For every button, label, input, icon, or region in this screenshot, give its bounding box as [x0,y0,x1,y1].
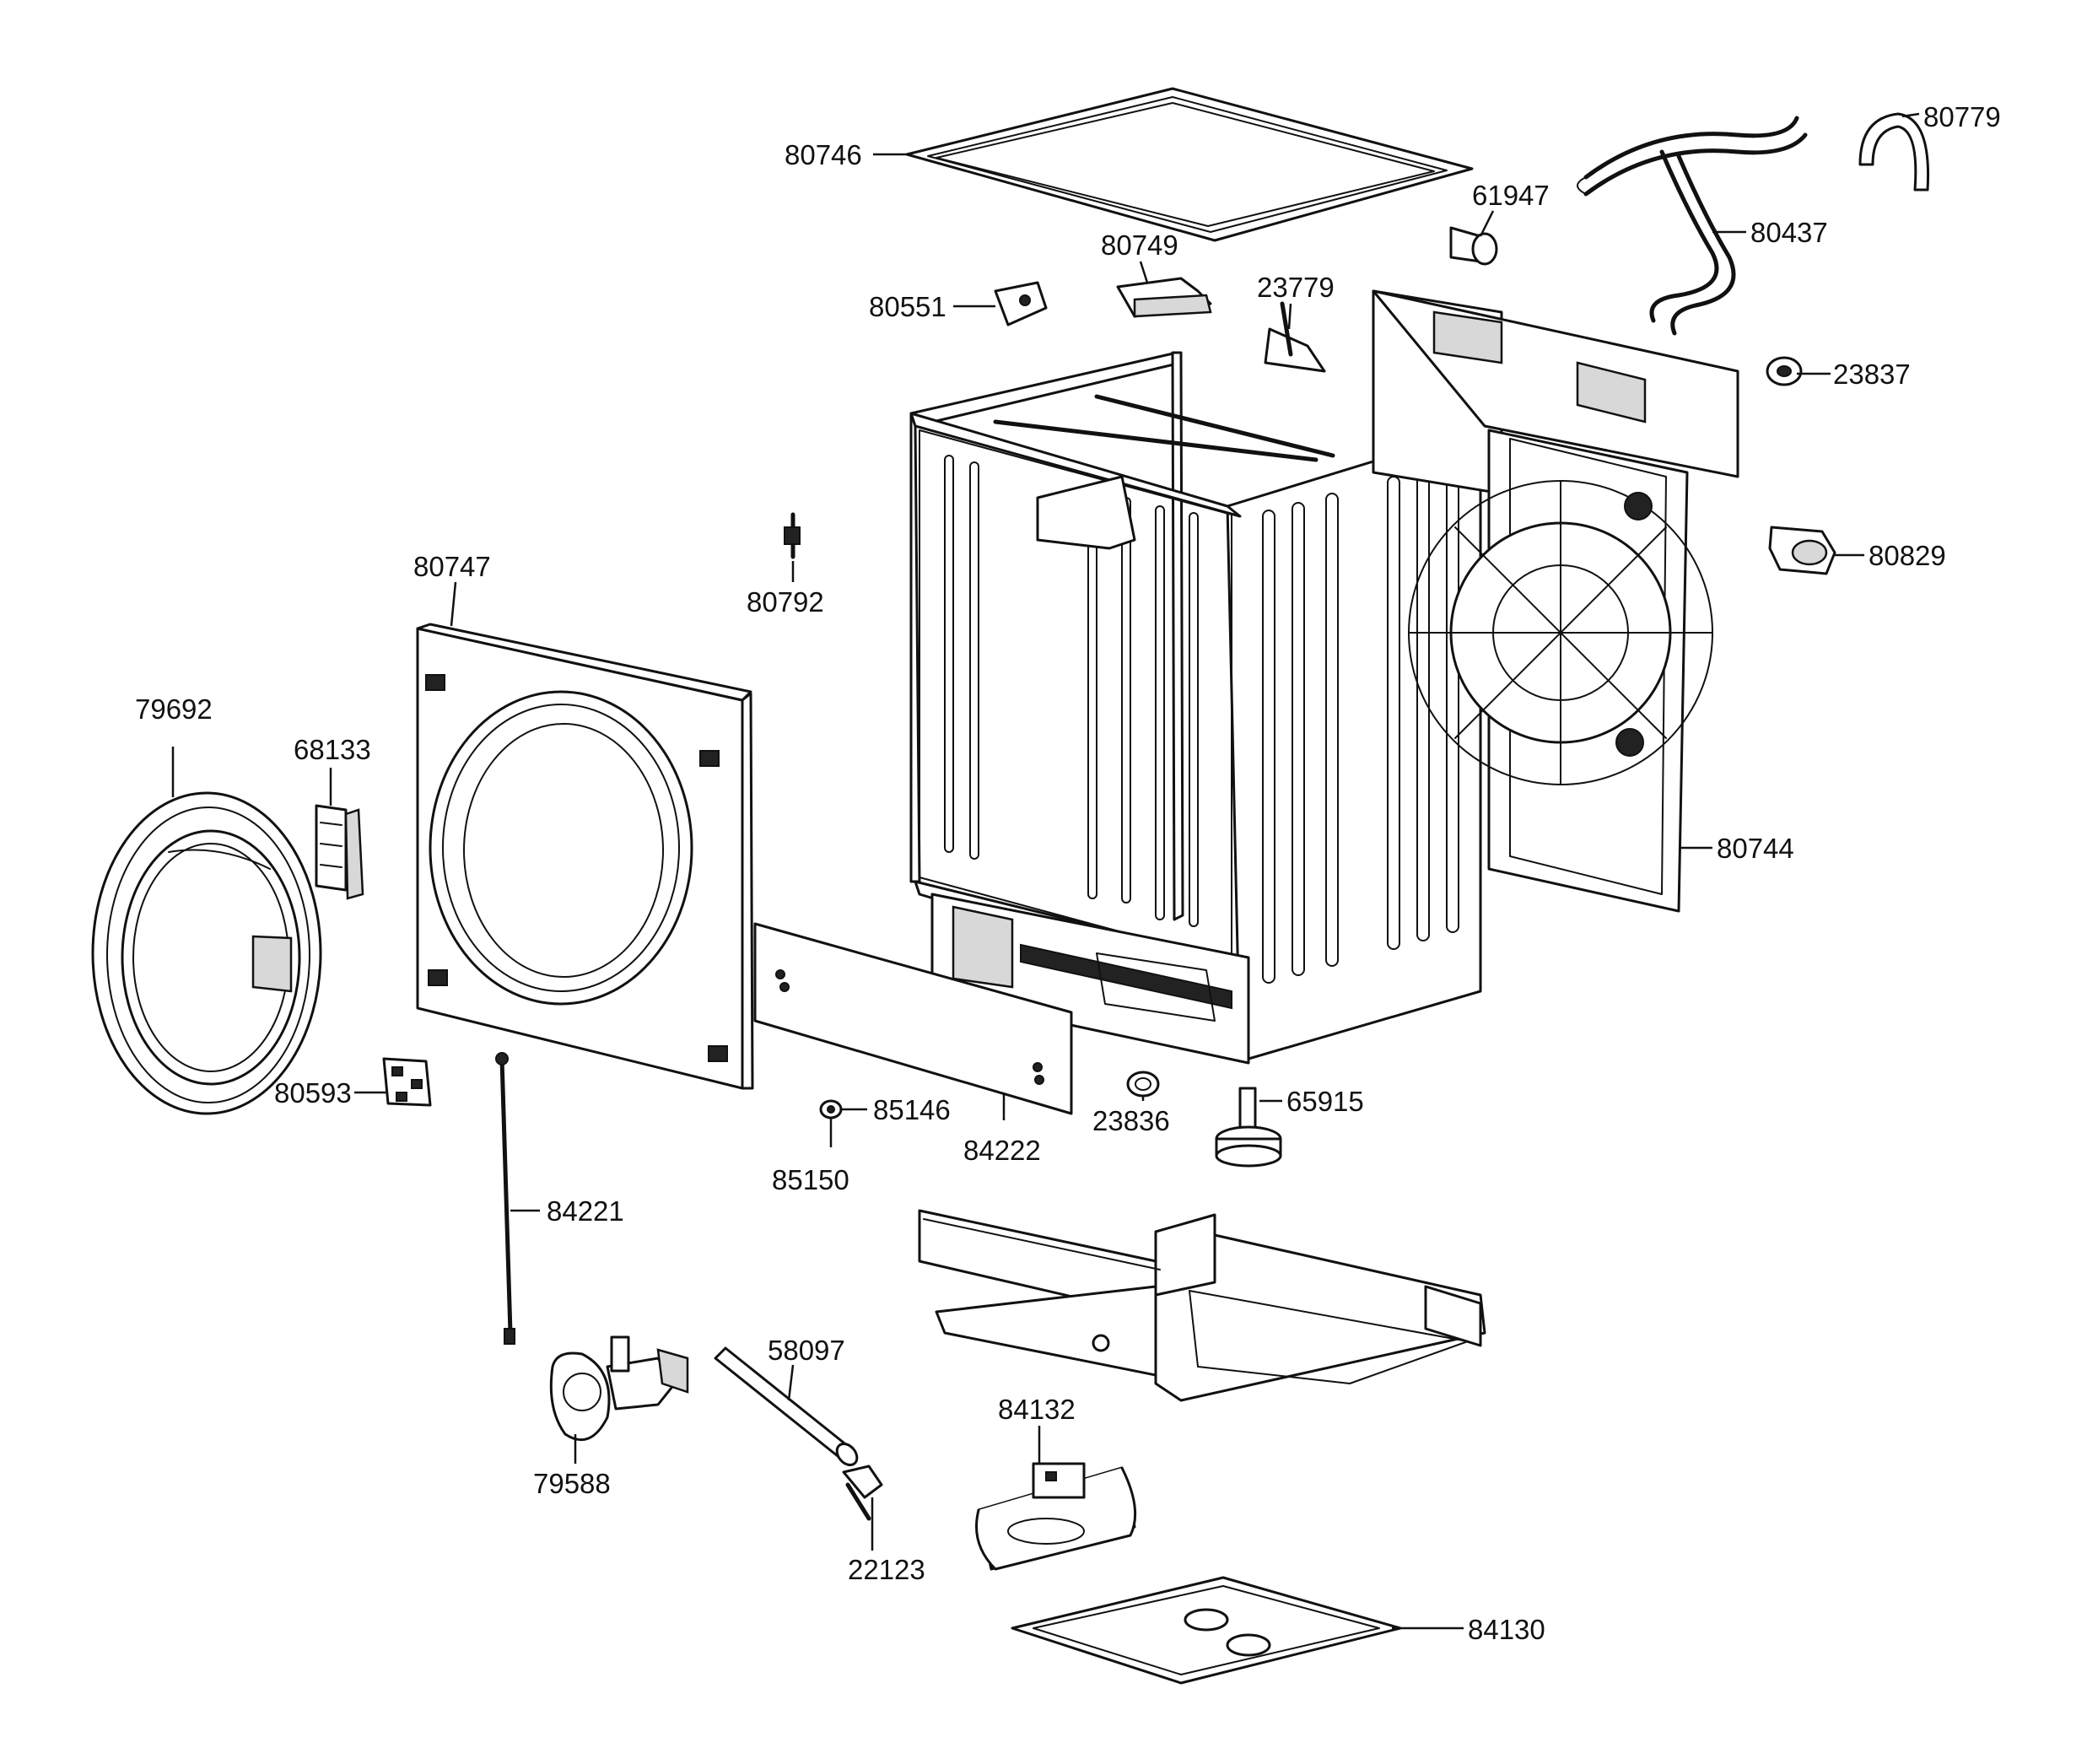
callout-84130: 84130 [1468,1614,1545,1645]
callout-80593: 80593 [274,1077,352,1109]
top-panel [905,87,1474,242]
callout-80746: 80746 [785,139,862,170]
callout-79588: 79588 [533,1468,611,1499]
clamp-22123 [842,1465,883,1521]
hose-80437 [1577,116,1808,336]
front-panel [416,623,754,1090]
hose-58097 [714,1346,859,1467]
rear-service-panel-84222 [753,922,1073,1115]
callout-65915: 65915 [1286,1086,1364,1117]
base-frame [918,1209,1486,1402]
base-tray-84130 [1011,1576,1402,1685]
bracket-80749 [1116,277,1212,318]
callout-80749: 80749 [1101,229,1178,261]
callout-80437: 80437 [1750,217,1828,248]
foot-65915 [1215,1087,1282,1168]
callout-80779: 80779 [1923,101,2001,132]
callout-80744: 80744 [1717,833,1794,864]
back-panel [1372,289,1739,913]
door [91,791,322,1115]
heater-84132 [975,1462,1137,1571]
bracket-23779 [1264,301,1326,373]
callout-84221: 84221 [547,1195,624,1227]
hinge-68133 [315,804,364,900]
callout-23779: 23779 [1257,272,1335,303]
part-80829 [1768,526,1836,575]
cabinet [909,351,1482,1065]
callout-labels: 80746 80779 61947 80437 80749 80551 2377… [135,101,2001,1645]
callout-85146: 85146 [873,1094,951,1125]
bracket-80779 [1858,112,1930,192]
callout-80829: 80829 [1869,540,1946,571]
leader-lines [171,112,1920,1630]
callout-85150: 85150 [772,1164,849,1195]
callout-80551: 80551 [869,291,946,322]
callout-84132: 84132 [998,1394,1076,1425]
pump-79588 [549,1335,689,1442]
callout-68133: 68133 [294,734,371,765]
callout-61947: 61947 [1472,180,1550,211]
valve-61947 [1449,226,1498,266]
sensor-80792 [784,512,801,559]
callout-84222: 84222 [963,1135,1041,1166]
door-lock-80593 [382,1057,432,1107]
callout-80747: 80747 [413,551,491,582]
switch-80551 [994,281,1048,326]
callout-80792: 80792 [747,586,824,618]
part-23837 [1766,356,1803,386]
callout-58097: 58097 [768,1335,845,1366]
callout-23837: 23837 [1833,359,1911,390]
callout-79692: 79692 [135,693,213,725]
screw-85146 [819,1099,843,1119]
callout-23836: 23836 [1092,1105,1170,1136]
cabinet-ribs [944,455,1459,984]
callout-22123: 22123 [848,1554,925,1585]
clip-23836 [1126,1071,1160,1098]
cable-84221 [495,1052,515,1345]
